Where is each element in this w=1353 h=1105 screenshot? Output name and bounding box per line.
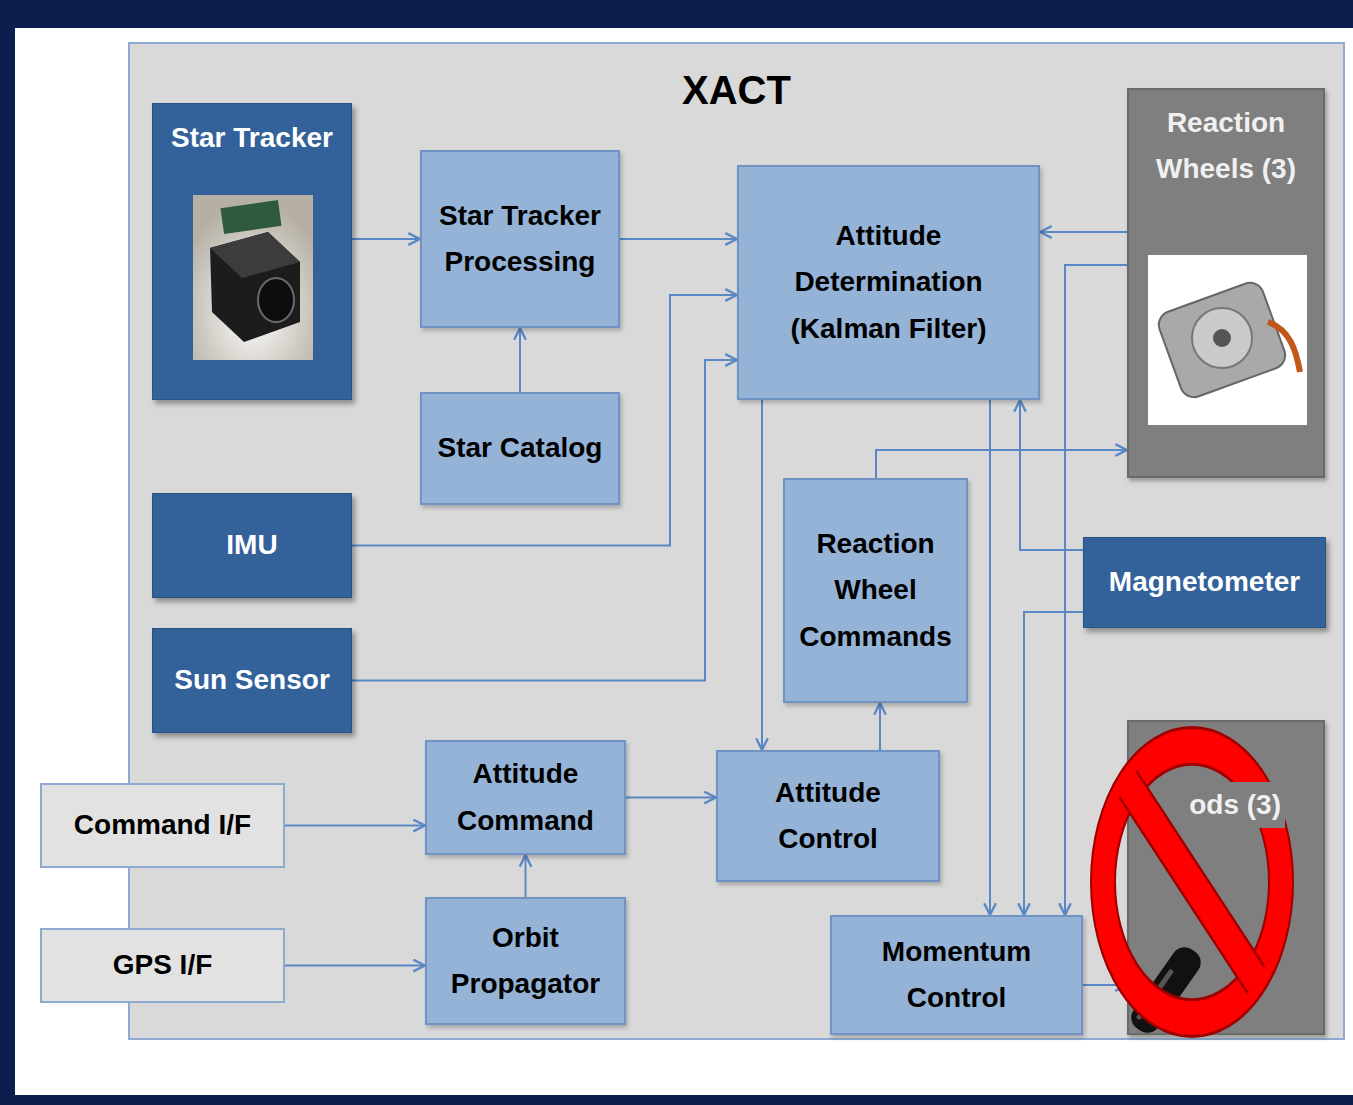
connector-arrow (285, 825, 425, 827)
interface-box: Command I/F (40, 783, 285, 868)
connector-arrow (525, 855, 527, 897)
sensor-box: Magnetometer (1083, 537, 1326, 628)
prohibition-sign (1103, 746, 1281, 1018)
photo-ground (193, 195, 313, 360)
torque-rod (1126, 942, 1206, 1038)
process-box: Orbit Propagator (425, 897, 626, 1025)
box-label: Attitude Command (435, 751, 616, 843)
box-label: Momentum Control (840, 929, 1073, 1021)
box-label: Attitude Determination (Kalman Filter) (747, 213, 1030, 352)
box-label: Star Catalog (438, 425, 603, 471)
box-label: Command I/F (74, 802, 251, 848)
sensor-box: Sun Sensor (152, 628, 352, 733)
camera-top (210, 232, 300, 278)
connector-arrow (352, 238, 420, 240)
process-box: Attitude Control (716, 750, 940, 882)
sensor-box: IMU (152, 493, 352, 598)
connector-arrow (620, 238, 737, 240)
connector-arrow (626, 797, 716, 799)
camera-lens (258, 278, 294, 322)
box-label: IMU (226, 522, 277, 568)
process-box: Star Tracker Processing (420, 150, 620, 328)
sign-bar-edge (1128, 784, 1256, 980)
wheel-hub (1213, 329, 1231, 347)
box-label: ods (3) (1185, 782, 1285, 828)
sign-ring-edge (1103, 746, 1281, 1018)
process-box: Momentum Control (830, 915, 1083, 1035)
wheel-housing (1155, 279, 1289, 401)
reaction-wheel-photo (1148, 255, 1307, 425)
process-box: Star Catalog (420, 392, 620, 505)
box-label: GPS I/F (113, 942, 213, 988)
wheel-rotor (1192, 308, 1252, 368)
connector-arrow (352, 360, 737, 681)
actuator-box: ods (3) (1127, 720, 1325, 1035)
sign-bar (1128, 784, 1256, 980)
box-label: Reaction Wheels (3) (1137, 100, 1315, 192)
sensor-box: Star Tracker (152, 103, 352, 400)
box-label: Attitude Control (726, 770, 930, 862)
connector-arrow (519, 328, 521, 392)
panel-title: XACT (682, 66, 791, 114)
actuator-box: Reaction Wheels (3) (1127, 88, 1325, 478)
connector-arrow (879, 703, 881, 750)
star-tracker-photo (193, 195, 313, 360)
connector-arrow (761, 400, 763, 750)
sign-ring (1103, 746, 1281, 1018)
torque-rod-highlight (1136, 968, 1175, 1020)
connector-arrow (1024, 612, 1083, 915)
box-label: Orbit Propagator (435, 915, 616, 1007)
connector-arrow (1020, 400, 1083, 550)
connector-arrow (352, 295, 737, 546)
camera-body (210, 232, 300, 342)
box-label: Magnetometer (1109, 559, 1300, 605)
connector-arrow (1083, 984, 1127, 986)
photo-ground (1148, 255, 1307, 425)
process-box: Attitude Command (425, 740, 626, 855)
process-box: Reaction Wheel Commands (783, 478, 968, 703)
connector-arrow (876, 450, 1127, 478)
box-label: Star Tracker Processing (430, 193, 610, 285)
box-label: Reaction Wheel Commands (793, 521, 958, 660)
connector-arrow (1040, 231, 1127, 233)
wheel-cable (1268, 322, 1300, 372)
box-label: Star Tracker (171, 115, 333, 161)
interface-box: GPS I/F (40, 928, 285, 1003)
process-box: Attitude Determination (Kalman Filter) (737, 165, 1040, 400)
xact-panel: XACTStar TrackerStar Tracker ProcessingA… (128, 42, 1345, 1040)
circuit-board (220, 200, 281, 234)
box-label: Sun Sensor (174, 657, 330, 703)
connector-arrow (989, 400, 991, 915)
connector-arrow (285, 965, 425, 967)
torque-rod-photo (1126, 942, 1206, 1038)
